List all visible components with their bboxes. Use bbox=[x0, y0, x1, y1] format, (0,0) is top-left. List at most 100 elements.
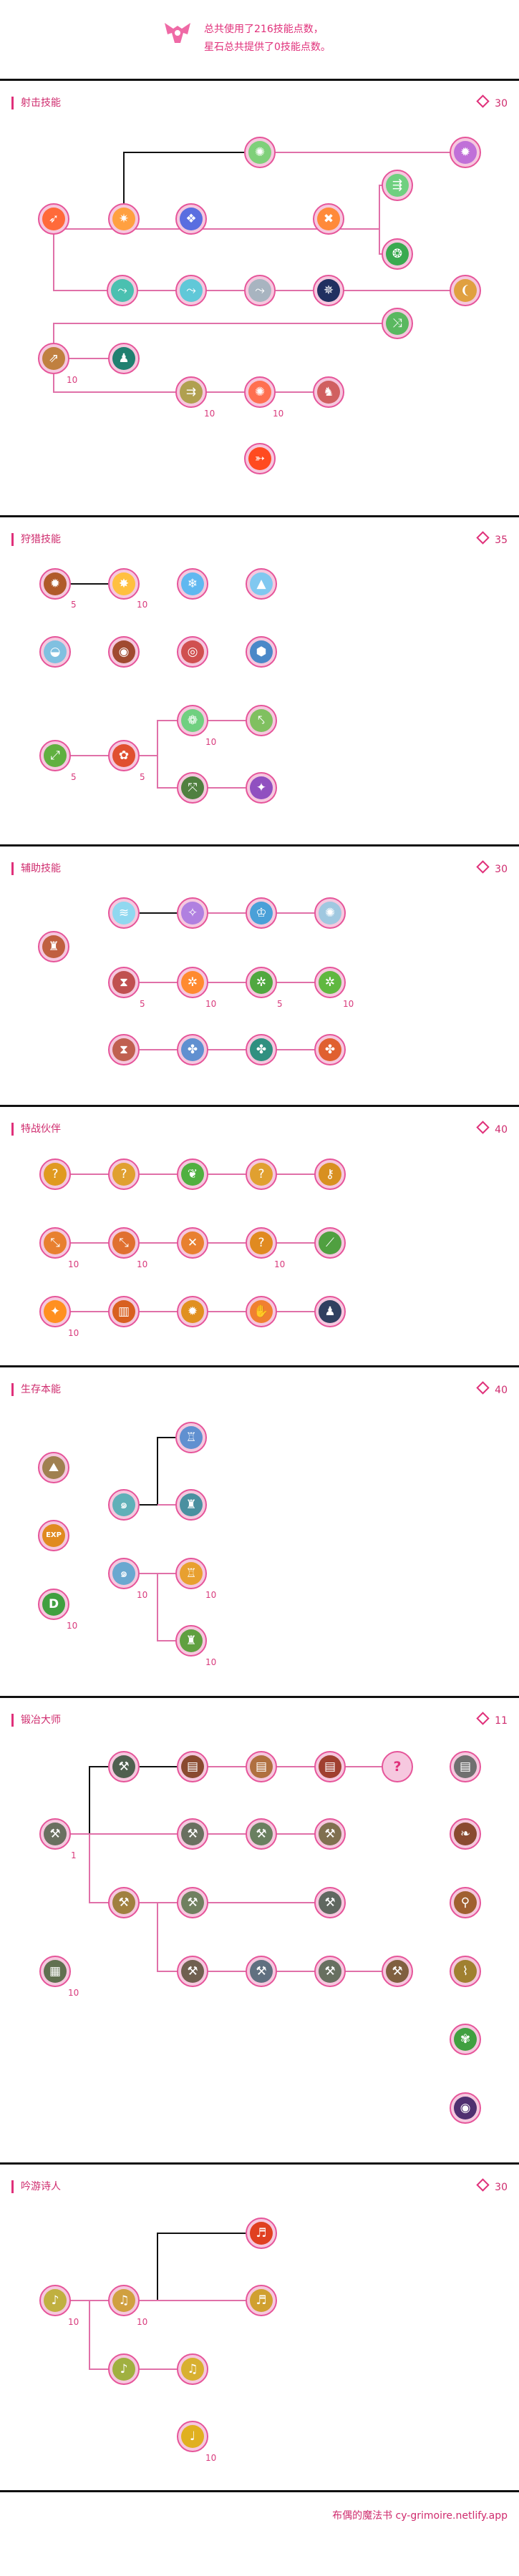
skill-node[interactable]: ? bbox=[382, 1751, 413, 1782]
skill-node[interactable]: ♟ bbox=[108, 343, 140, 374]
skill-node[interactable]: ⚒ bbox=[108, 1887, 140, 1918]
skill-node[interactable]: ◒ bbox=[39, 636, 71, 668]
skill-node[interactable]: ❄ bbox=[177, 568, 208, 600]
skill-node[interactable]: ⚲ bbox=[450, 1887, 481, 1918]
skill-node[interactable]: ✲ bbox=[314, 967, 346, 998]
skill-node[interactable]: ▥ bbox=[108, 1296, 140, 1327]
skill-node[interactable]: ⚒ bbox=[382, 1956, 413, 1987]
skill-node[interactable]: ▤ bbox=[314, 1751, 346, 1782]
skill-node[interactable]: ❁ bbox=[177, 705, 208, 736]
skill-node[interactable]: ♟ bbox=[314, 1296, 346, 1327]
skill-node[interactable]: ? bbox=[246, 1227, 277, 1259]
skill-node[interactable]: ✹ bbox=[450, 137, 481, 168]
skill-node[interactable]: ✺ bbox=[244, 376, 276, 408]
skill-node[interactable]: ✺ bbox=[244, 137, 276, 168]
skill-node[interactable]: ✷ bbox=[108, 203, 140, 235]
skill-node[interactable]: ❦ bbox=[177, 1158, 208, 1190]
skill-node[interactable]: ♞ bbox=[313, 376, 344, 408]
skill-node[interactable]: ⇉ bbox=[175, 376, 207, 408]
skill-node[interactable]: ▤ bbox=[450, 1751, 481, 1782]
skill-node[interactable]: ⇗ bbox=[38, 343, 69, 374]
skill-node[interactable]: ♜ bbox=[38, 931, 69, 962]
skill-node[interactable]: ⤢ bbox=[39, 740, 71, 771]
skill-node[interactable]: ♫ bbox=[177, 2353, 208, 2385]
skill-node[interactable]: ◉ bbox=[450, 2092, 481, 2124]
skill-node[interactable]: ✤ bbox=[246, 1034, 277, 1065]
skill-node[interactable]: ⤡ bbox=[39, 1227, 71, 1259]
skill-node[interactable]: ➶ bbox=[38, 203, 69, 235]
skill-node[interactable]: ▦ bbox=[39, 1956, 71, 1987]
skill-node[interactable]: ⚒ bbox=[314, 1956, 346, 1987]
skill-node[interactable]: ⚒ bbox=[246, 1956, 277, 1987]
skill-node[interactable]: ๑ bbox=[108, 1489, 140, 1521]
skill-node[interactable]: ✹ bbox=[39, 568, 71, 600]
skill-node[interactable]: ⤧ bbox=[177, 772, 208, 804]
skill-node[interactable]: ⌇ bbox=[450, 1956, 481, 1987]
skill-node[interactable]: ♔ bbox=[246, 897, 277, 929]
skill-node[interactable]: ✺ bbox=[314, 897, 346, 929]
skill-node[interactable]: ✤ bbox=[314, 1034, 346, 1065]
skill-node[interactable]: ⛰ bbox=[38, 1452, 69, 1483]
skill-node[interactable]: ✦ bbox=[246, 772, 277, 804]
skill-node[interactable]: ▲ bbox=[246, 568, 277, 600]
skill-node[interactable]: ? bbox=[39, 1158, 71, 1190]
skill-node[interactable]: ✤ bbox=[177, 1034, 208, 1065]
skill-node[interactable]: ⚒ bbox=[177, 1818, 208, 1850]
skill-node[interactable]: ♖ bbox=[175, 1422, 207, 1453]
skill-node[interactable]: ✖ bbox=[313, 203, 344, 235]
skill-node[interactable]: ♜ bbox=[175, 1625, 207, 1657]
skill-node[interactable]: ? bbox=[246, 1158, 277, 1190]
skill-node[interactable]: ♪ bbox=[108, 2353, 140, 2385]
skill-node[interactable]: ✿ bbox=[108, 740, 140, 771]
skill-node[interactable]: D bbox=[38, 1589, 69, 1620]
skill-node[interactable]: ✾ bbox=[450, 2024, 481, 2055]
skill-node[interactable]: ✲ bbox=[246, 967, 277, 998]
skill-node[interactable]: ✧ bbox=[177, 897, 208, 929]
skill-node[interactable]: EXP bbox=[38, 1520, 69, 1551]
skill-node[interactable]: ⇶ bbox=[382, 170, 413, 201]
skill-node[interactable]: ⤳ bbox=[175, 275, 207, 306]
skill-node[interactable]: ❨ bbox=[450, 275, 481, 306]
skill-node[interactable]: ⤨ bbox=[382, 308, 413, 339]
skill-node[interactable]: ♫ bbox=[108, 2285, 140, 2316]
skill-node[interactable]: ➳ bbox=[244, 443, 276, 474]
skill-node[interactable]: ⟋ bbox=[314, 1227, 346, 1259]
skill-node[interactable]: ◎ bbox=[177, 636, 208, 668]
skill-node[interactable]: ✲ bbox=[177, 967, 208, 998]
skill-node[interactable]: ✸ bbox=[108, 568, 140, 600]
skill-node[interactable]: ⚒ bbox=[39, 1818, 71, 1850]
skill-node[interactable]: ⚒ bbox=[314, 1818, 346, 1850]
skill-node[interactable]: ✵ bbox=[313, 275, 344, 306]
skill-node[interactable]: ⧗ bbox=[108, 967, 140, 998]
skill-node[interactable]: ♪ bbox=[39, 2285, 71, 2316]
skill-node[interactable]: ▤ bbox=[177, 1751, 208, 1782]
skill-node[interactable]: ⚒ bbox=[177, 1956, 208, 1987]
skill-node[interactable]: ♬ bbox=[246, 2218, 277, 2249]
skill-node[interactable]: ๑ bbox=[108, 1558, 140, 1589]
skill-node[interactable]: ⧗ bbox=[108, 1034, 140, 1065]
skill-node[interactable]: ? bbox=[108, 1158, 140, 1190]
skill-node[interactable]: ❧ bbox=[450, 1818, 481, 1850]
skill-node[interactable]: ⤳ bbox=[107, 275, 138, 306]
skill-node[interactable]: ♬ bbox=[246, 2285, 277, 2316]
skill-node[interactable]: ⤣ bbox=[246, 705, 277, 736]
skill-node[interactable]: ✹ bbox=[177, 1296, 208, 1327]
skill-node[interactable]: ⚒ bbox=[108, 1751, 140, 1782]
skill-node[interactable]: ≋ bbox=[108, 897, 140, 929]
skill-node[interactable]: ⚒ bbox=[314, 1887, 346, 1918]
skill-node[interactable]: ✦ bbox=[39, 1296, 71, 1327]
skill-node[interactable]: ▤ bbox=[246, 1751, 277, 1782]
skill-node[interactable]: ❂ bbox=[382, 238, 413, 270]
skill-node[interactable]: ⤳ bbox=[244, 275, 276, 306]
skill-node[interactable]: ✕ bbox=[177, 1227, 208, 1259]
skill-node[interactable]: ⬢ bbox=[246, 636, 277, 668]
skill-node[interactable]: ◉ bbox=[108, 636, 140, 668]
skill-node[interactable]: ♜ bbox=[175, 1489, 207, 1521]
skill-node[interactable]: ⤡ bbox=[108, 1227, 140, 1259]
skill-node[interactable]: ⚷ bbox=[314, 1158, 346, 1190]
skill-node[interactable]: ❖ bbox=[175, 203, 207, 235]
skill-node[interactable]: ♩ bbox=[177, 2421, 208, 2452]
skill-node[interactable]: ⚒ bbox=[246, 1818, 277, 1850]
skill-node[interactable]: ♖ bbox=[175, 1558, 207, 1589]
skill-node[interactable]: ⚒ bbox=[177, 1887, 208, 1918]
